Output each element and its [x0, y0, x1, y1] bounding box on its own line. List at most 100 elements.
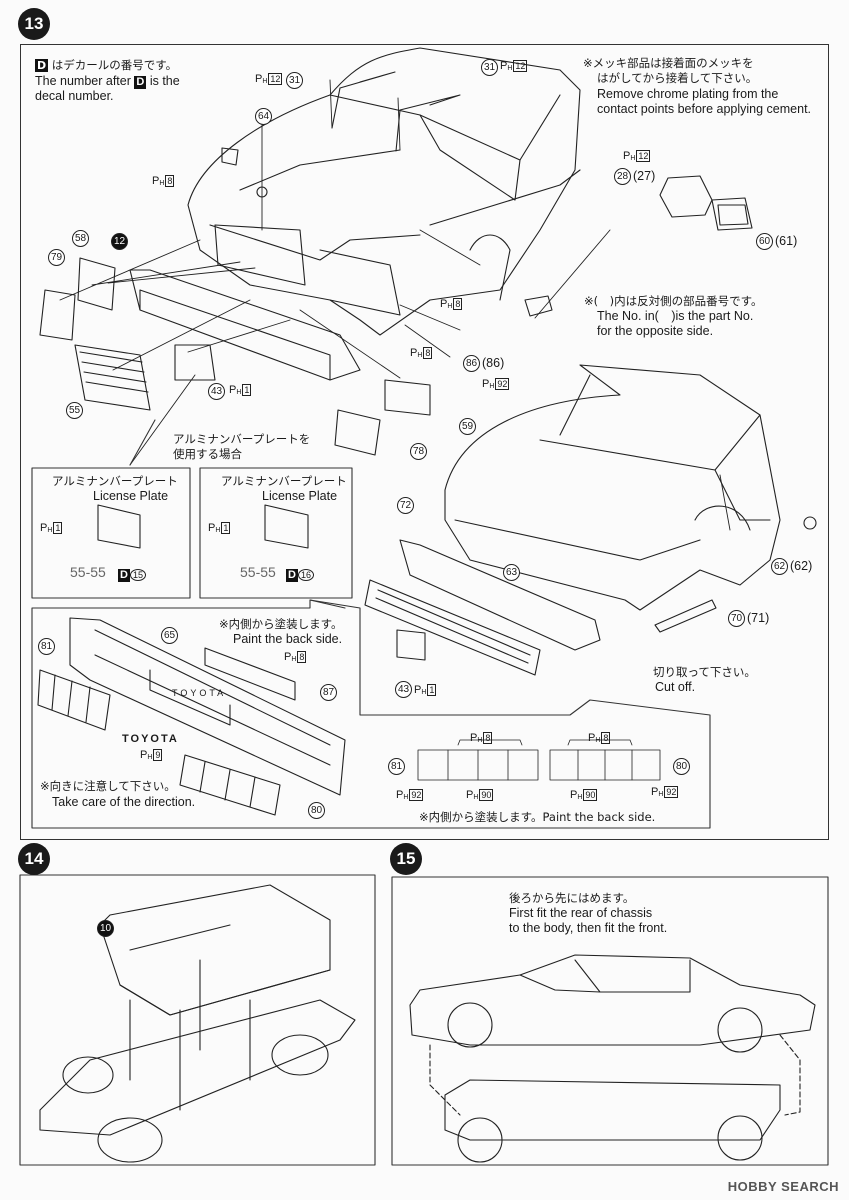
- paint-back-note2: ※内側から塗装します。Paint the back side.: [419, 810, 656, 824]
- decal-note-en2: decal number.: [35, 89, 114, 103]
- step-15-badge: 15: [390, 843, 422, 875]
- part-81-callout: 81: [38, 638, 55, 655]
- grille-inserts-drawing: [417, 739, 661, 781]
- cutoff-note-en: Cut off.: [655, 680, 696, 694]
- part-31-callout: 31: [286, 72, 303, 89]
- part-79-callout: 79: [48, 249, 65, 266]
- part-27-opposite: (27): [633, 169, 656, 183]
- plate1-title-jp: アルミナンバープレート: [52, 474, 178, 488]
- plate1-number: 55-55: [70, 564, 106, 580]
- paint-back-note-en: Paint the back side.: [233, 632, 343, 646]
- part-62-callout: 62: [771, 558, 788, 575]
- opposite-note-en2: for the opposite side.: [597, 324, 714, 338]
- step-14-badge: 14: [18, 843, 50, 875]
- chrome-note-en1: Remove chrome plating from the: [597, 87, 779, 101]
- opposite-note-en1: The No. in( )is the part No.: [597, 309, 754, 323]
- car-rear-drawing: [364, 364, 817, 676]
- chrome-note-en2: contact points before applying cement.: [597, 102, 812, 116]
- decal-note-jp: D はデカールの番号です。: [35, 58, 178, 72]
- part-60-callout: 60: [756, 233, 773, 250]
- part-87-callout: 87: [320, 684, 337, 701]
- plates-drawing: [97, 504, 309, 549]
- part-31-callout: 31: [481, 59, 498, 76]
- chassis-drawing: [39, 999, 356, 1136]
- plate2-number: 55-55: [240, 564, 276, 580]
- part-62-opposite: (62): [790, 559, 813, 573]
- part-43-callout: 43: [208, 383, 225, 400]
- opposite-note-jp: ※( )内は反対側の部品番号です。: [584, 294, 763, 308]
- part-71-opposite: (71): [747, 611, 770, 625]
- part-59-callout: 59: [459, 418, 476, 435]
- part-61-opposite: (61): [775, 234, 798, 248]
- part-58-callout: 58: [72, 230, 89, 247]
- plate-box-1: [31, 467, 191, 599]
- chrome-note-jp1: ※メッキ部品は接着面のメッキを: [583, 56, 754, 70]
- part-86-callout: 86: [463, 355, 480, 372]
- part-10-callout: 10: [97, 920, 114, 937]
- part-55-callout: 55: [66, 402, 83, 419]
- plate2-title-jp: アルミナンバープレート: [221, 474, 347, 488]
- step-13-badge: 13: [18, 8, 50, 40]
- part-12-callout: 12: [111, 233, 128, 250]
- direction-note-en: Take care of the direction.: [52, 795, 196, 809]
- watermark-logo: HOBBY SEARCH: [727, 1179, 839, 1194]
- cutoff-note-jp: 切り取って下さい。: [653, 665, 756, 679]
- part-43-callout: 43: [395, 681, 412, 698]
- toyota-label: TOYOTA: [122, 733, 179, 745]
- chrome-note-jp2: はがしてから接着して下さい。: [597, 71, 758, 85]
- car-side-drawing: [409, 954, 816, 1046]
- fit-note-en2: to the body, then fit the front.: [509, 921, 668, 935]
- part-80-callout: 80: [673, 758, 690, 775]
- part-64-callout: 64: [255, 108, 272, 125]
- step-13-frame: [20, 44, 829, 840]
- plate1-title-en: License Plate: [93, 489, 169, 503]
- plate2-title-en: License Plate: [262, 489, 338, 503]
- interior-drawing: [99, 884, 331, 1016]
- front-bumper-drawing: [39, 257, 431, 456]
- grille-toyota-emblem: TOYOTA: [172, 688, 227, 698]
- part-86-opposite: (86): [482, 356, 505, 370]
- chassis-side-drawing: [444, 1079, 781, 1141]
- direction-note-jp: ※向きに注意して下さい。: [40, 779, 176, 793]
- car-front-drawing: [187, 47, 581, 336]
- paint-back-note-jp: ※内側から塗装します。: [219, 617, 343, 631]
- part-65-callout: 65: [161, 627, 178, 644]
- leader-lines: [59, 79, 731, 531]
- fit-note-en1: First fit the rear of chassis: [509, 906, 653, 920]
- alu-plate-note-jp1: アルミナンバープレートを: [173, 432, 311, 446]
- part-70-callout: 70: [728, 610, 745, 627]
- fit-note-jp: 後ろから先にはめます。: [509, 891, 635, 905]
- part-63-callout: 63: [503, 564, 520, 581]
- alu-plate-note-jp2: 使用する場合: [173, 447, 242, 461]
- part-72-callout: 72: [397, 497, 414, 514]
- part-78-callout: 78: [410, 443, 427, 460]
- decal-note-en: The number after D is the: [35, 74, 180, 89]
- part-80-callout: 80: [308, 802, 325, 819]
- part-28-callout: 28: [614, 168, 631, 185]
- part-81-callout: 81: [388, 758, 405, 775]
- grille-drawing: [37, 617, 346, 816]
- lamp-part-drawing: [524, 175, 753, 317]
